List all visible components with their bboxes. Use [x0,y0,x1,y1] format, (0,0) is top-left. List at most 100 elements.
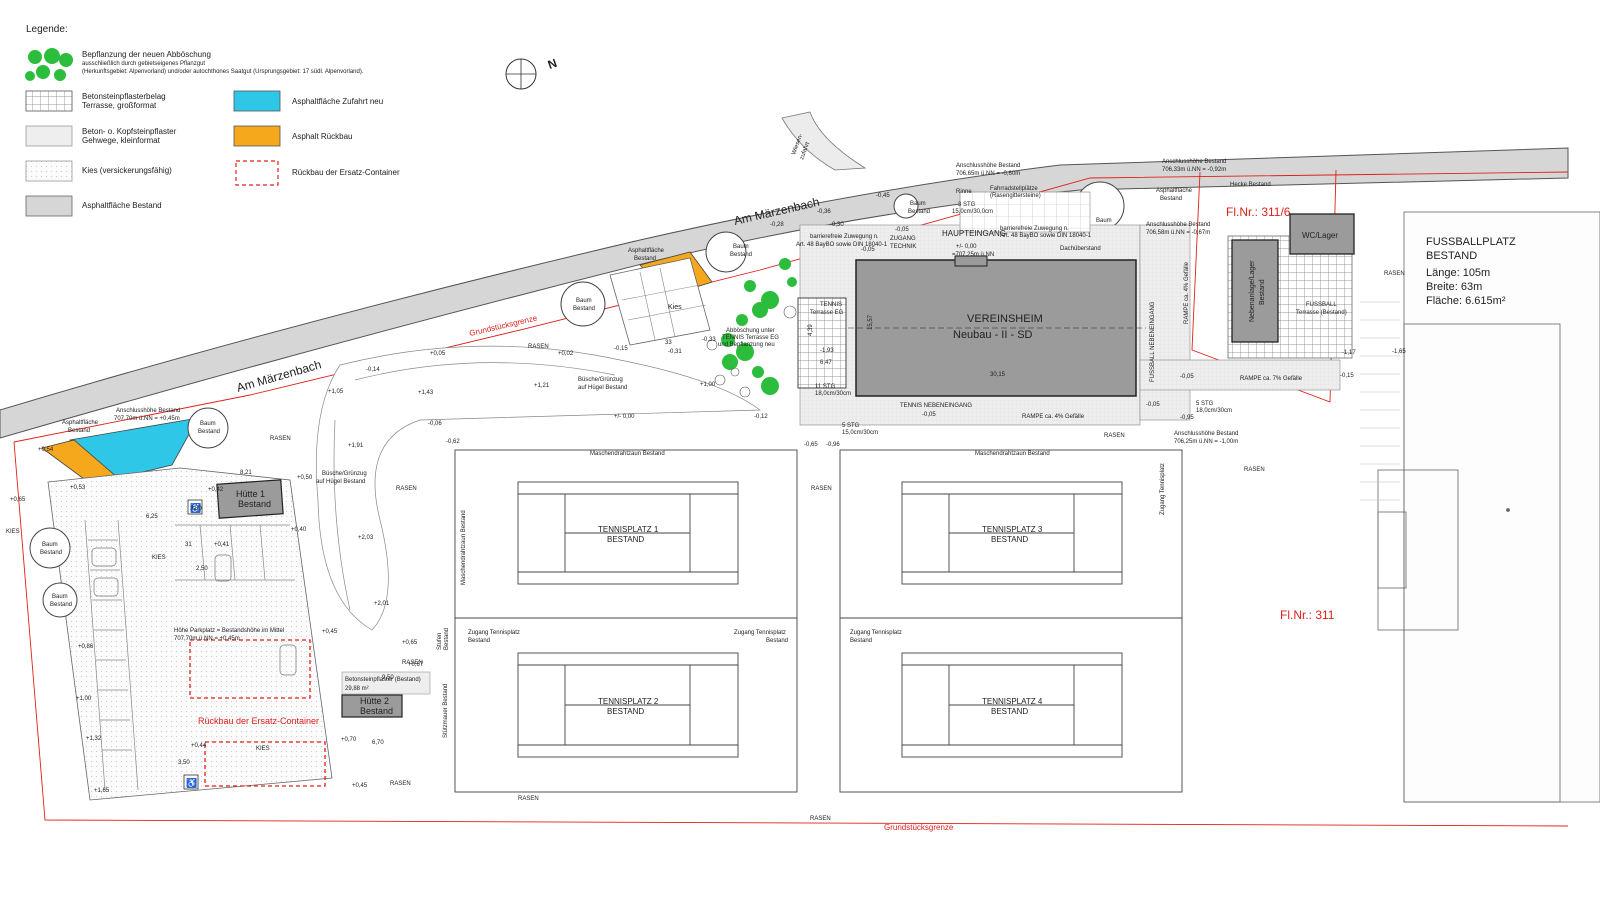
asphalt-label-2b: Bestand [634,256,656,262]
baum-3b: Bestand [50,602,72,608]
ramp-south [1139,359,1341,391]
stufen: Stufen [437,633,443,650]
legend-planting-sub2: (Herkunftsgebiet: Alpenvorland) und/oder… [82,69,364,75]
football-title: FUSSBALLPLATZ [1426,236,1516,248]
parking-area: ♿ ♿ [47,467,333,801]
abb-3: und Bepflanzung neu [718,342,775,348]
h-n096: -0,96 [826,442,840,448]
nebenanlage [1231,239,1279,343]
huette-2-sub: Bestand [360,706,393,716]
legend-asphalt-new-swatch [233,90,281,112]
stuetz: Stützmauer Bestand [443,684,449,738]
street: Am Märzenbach Am Märzenbach Wiesen- zufa… [0,111,1569,439]
vereinsheim-name: VEREINSHEIM [967,313,1043,325]
container-removal-area [189,639,311,699]
legend-title: Legende: [26,24,68,35]
zugang-technik-2: TECHNIK [890,244,916,250]
zugang-4: Zugang Tennisplatz [1160,463,1166,515]
vereinsheim-sub: Neubau - II - SD [953,329,1033,341]
legend-container-removal-swatch [235,160,279,186]
fence-3: Maschendrahtzaun Bestand [461,510,467,585]
tennis1-label: TENNISPLATZ 1 [598,525,659,534]
dim-1557: 15,57 [868,314,874,330]
stg3: 3 STG [958,202,976,208]
stg11: 11 STG [815,384,836,390]
ramp-east [1139,224,1191,421]
rasen-7: RASEN [810,816,831,822]
h-n005c: -0,05 [861,247,875,253]
anschluss-2: Anschlusshöhe Bestand [956,163,1020,169]
rasen-4: RASEN [402,660,423,666]
d-950: 9,50 [382,675,394,681]
h-n005: +0,05 [430,351,446,357]
baum-3: Baum [52,594,68,600]
anschluss-1: Anschlusshöhe Bestand [116,408,180,414]
legend-gravel-swatch [25,160,73,182]
tennis3-label: TENNISPLATZ 3 [982,525,1043,534]
d-350b: 3,50 [178,760,190,766]
baum-1: Baum [200,421,216,427]
football-breite: Breite: 63m [1426,281,1482,293]
h-n062: -0,62 [446,439,460,445]
h-053: +0,53 [70,485,86,491]
baum-4b: Bestand [573,306,595,312]
h-065b: +0,65 [402,640,418,646]
football-sub: BESTAND [1426,250,1477,262]
kies-2: KIES [152,555,166,561]
parkhoehe-2: 707,70m ü.NN = +0,45m [174,636,240,642]
h-054: +0,54 [38,447,54,453]
fahrrad-2: (Rasengittersteine) [990,193,1041,199]
fussball-nebeneingang: FUSSBALL NEBENEINGANG [1150,301,1156,382]
d-821: 8,21 [240,470,252,476]
baum-4: Baum [576,298,592,304]
dim-647: 6,47 [820,360,832,366]
north-label: N [546,56,559,72]
legend-paving-label: Beton- o. Kopfsteinpflaster [82,127,177,136]
h-n005e: -0,05 [1146,402,1160,408]
dim-439: 4,39 [808,324,814,336]
tennis-courts [454,449,1183,793]
bike-parking [959,191,1091,233]
legend-terrace-sub: Terrasse, großformat [82,101,157,110]
zugang-1: Zugang Tennisplatz [468,630,520,636]
anschluss-5b: 706,25m ü.NN = -1,00m [1174,439,1238,445]
anschluss-1b: 707,70m ü.NN = +0,45m [114,416,180,422]
zugang-2b: Bestand [766,638,788,644]
h-045b: +0,45 [352,783,368,789]
zugang-2: Zugang Tennisplatz [734,630,786,636]
d-670: 6,70 [372,740,384,746]
zugang-3b: Bestand [850,638,872,644]
tennis-terrace-2: Terrasse EG [810,310,844,316]
h-065: +0,65 [10,497,26,503]
buesche-1b: auf Hügel Bestand [578,385,627,391]
north-arrow: N [505,56,559,90]
rasen-2: RASEN [528,344,549,350]
h-044: +0,44 [191,743,207,749]
h-000: +/- 0,00 [614,414,635,420]
d-350: 3,50 [190,506,202,512]
fahrrad-1: Fahrradstellplätze [990,186,1038,192]
buesche-1a: Büsche/Grünzug [578,377,623,383]
asphalt-label-3: Asphaltfläche [1156,188,1193,194]
tennis1-sub: BESTAND [607,535,644,544]
h-n005d: -0,05 [1180,374,1194,380]
nebeneingang-tennis: TENNIS NEBENEINGANG [900,403,972,409]
tennis3-sub: BESTAND [991,535,1028,544]
slope-hill [316,345,762,631]
new-planting [721,258,819,395]
h-105: +1,05 [328,389,344,395]
rasen-11: RASEN [1384,271,1405,277]
h-n005b: -0,05 [895,227,909,233]
svg-text:♿: ♿ [190,502,201,513]
h-n031: -0,31 [668,349,682,355]
h-041: +0,41 [214,542,230,548]
anschluss-3: Anschlusshöhe Bestand [1162,159,1226,165]
baum-1b: Bestand [198,429,220,435]
stg3b: 15,0cm/30,0cm [952,209,993,215]
h-n014: -0,14 [366,367,380,373]
tennis-terrace-1: TENNIS [820,302,842,308]
h-143: +1,43 [418,390,434,396]
h-201: +2,01 [374,601,390,607]
asphalt-label-2: Asphaltfläche [628,248,665,254]
stg11b: 18,0cm/30cm [815,391,851,397]
